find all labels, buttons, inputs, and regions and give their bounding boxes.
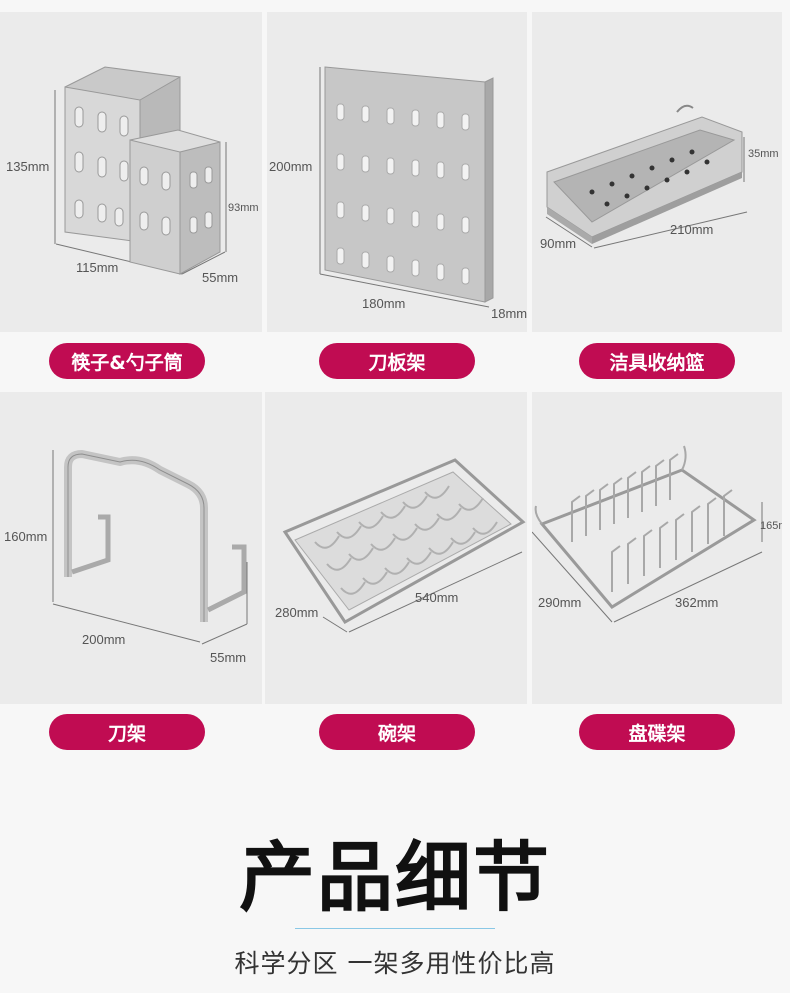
section-subtitle: 科学分区 一架多用性价比高 — [234, 949, 556, 978]
product-label-knife-board: 刀板架 — [319, 343, 475, 379]
bowl-rack-illustration — [282, 458, 526, 633]
dimension-depth: 18mm — [491, 306, 527, 321]
title-divider — [295, 928, 495, 929]
dimension-height: 160mm — [4, 529, 48, 544]
cleaning-basket-illustration — [545, 104, 748, 249]
dimension-depth: 90mm — [540, 236, 577, 251]
dimension-width: 115mm — [76, 260, 119, 275]
product-image-dish-rack: 165mm 290mm 362mm — [532, 392, 782, 704]
chopstick-holder-illustration — [54, 66, 227, 275]
dimension-depth: 55mm — [202, 270, 239, 285]
knife-board-illustration — [319, 66, 494, 308]
dimension-width: 200mm — [82, 632, 126, 647]
product-image-bowl-rack: 280mm 540mm — [265, 392, 527, 704]
product-image-knife-board: 200mm 180mm 18mm — [267, 12, 527, 332]
dimension-height: 200mm — [269, 159, 313, 174]
product-label-cleaning-basket: 洁具收纳篮 — [579, 343, 735, 379]
dimension-depth: 290mm — [538, 595, 582, 610]
dimension-width: 362mm — [675, 595, 719, 610]
knife-rack-illustration — [52, 450, 248, 645]
product-label-chopstick-holder: 筷子&勺子筒 — [49, 343, 205, 379]
dimension-depth: 55mm — [210, 650, 247, 665]
dimension-width: 540mm — [415, 590, 459, 605]
dimension-height: 135mm — [6, 159, 50, 174]
section-title: 产品细节 — [239, 833, 551, 922]
product-image-chopstick-holder: 135mm 93mm 115mm 55mm — [0, 12, 262, 332]
dimension-width: 180mm — [362, 296, 406, 311]
dish-rack-illustration — [532, 445, 763, 623]
product-label-bowl-rack: 碗架 — [319, 714, 475, 750]
product-label-knife-rack: 刀架 — [49, 714, 205, 750]
product-image-cleaning-basket: 35mm 90mm 210mm — [532, 12, 782, 332]
product-label-dish-rack: 盘碟架 — [579, 714, 735, 750]
dimension-height: 165mm — [760, 520, 782, 532]
product-image-knife-rack: 160mm 200mm 55mm — [0, 392, 262, 704]
dimension-height: 35mm — [748, 148, 779, 160]
dimension-depth-front: 93mm — [228, 202, 259, 214]
dimension-width: 210mm — [670, 222, 714, 237]
dimension-depth: 280mm — [275, 605, 319, 620]
